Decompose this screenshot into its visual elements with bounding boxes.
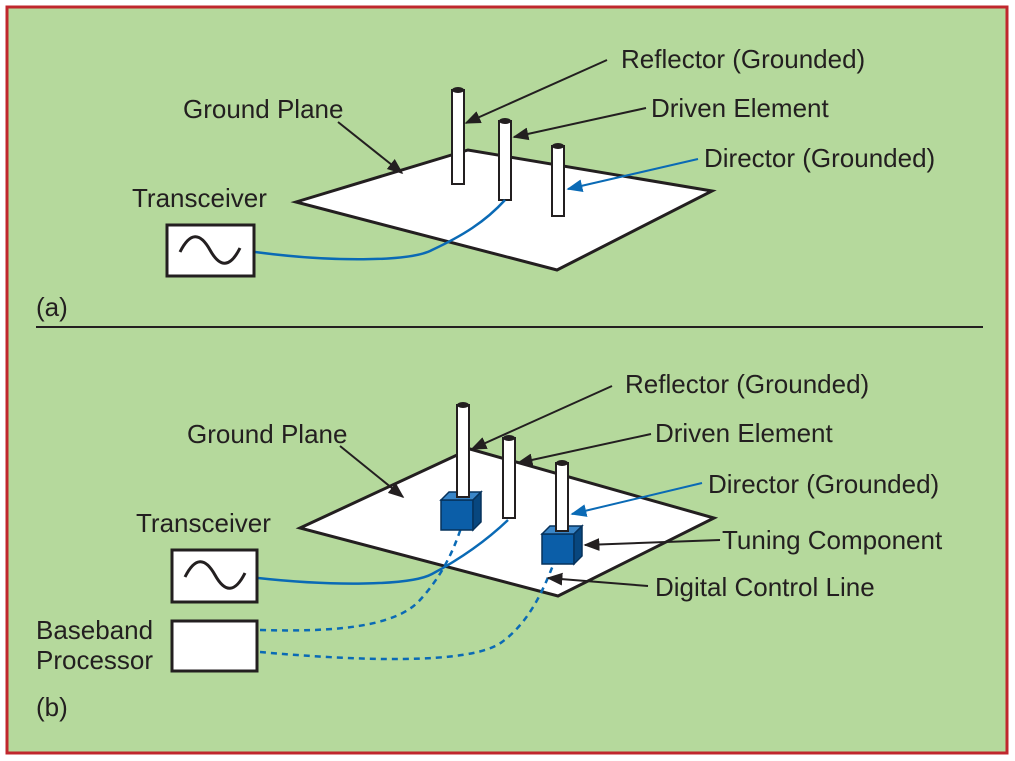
panel-b: Reflector (Grounded) Driven Element Dire… xyxy=(36,369,943,722)
driven-element-post xyxy=(502,435,516,519)
sine-wave-icon xyxy=(178,235,242,265)
tuning-component-label: Tuning Component xyxy=(722,525,943,555)
tuning-block-reflector xyxy=(439,490,483,532)
driven-element-post xyxy=(498,118,512,201)
ground-plane-label: Ground Plane xyxy=(183,94,343,124)
ground-plane-label: Ground Plane xyxy=(187,419,347,449)
control-line-2 xyxy=(259,559,557,661)
baseband-label-line2: Processor xyxy=(36,645,153,675)
reflector-arrow xyxy=(464,59,608,124)
feed-line xyxy=(257,519,509,585)
director-post xyxy=(555,460,569,532)
control-line-1 xyxy=(259,527,463,632)
director-arrow xyxy=(570,482,703,517)
digital-control-line-label: Digital Control Line xyxy=(655,572,875,602)
director-post xyxy=(551,143,565,217)
feed-line xyxy=(254,199,506,261)
control-line-arrow xyxy=(546,572,649,587)
reflector-post xyxy=(456,402,470,498)
driven-arrow xyxy=(516,433,652,467)
driven-element-label: Driven Element xyxy=(651,93,830,123)
sine-wave-icon xyxy=(183,560,247,590)
reflector-label: Reflector (Grounded) xyxy=(625,369,869,399)
director-label: Director (Grounded) xyxy=(704,143,935,173)
director-label: Director (Grounded) xyxy=(708,469,939,499)
ground-plane-arrow xyxy=(337,121,404,174)
baseband-processor-box xyxy=(170,619,259,673)
transceiver-label: Transceiver xyxy=(132,183,267,213)
director-arrow xyxy=(566,158,699,192)
panel-a: Reflector (Grounded) Driven Element Dire… xyxy=(36,44,935,322)
transceiver-label: Transceiver xyxy=(136,508,271,538)
baseband-label-line1: Baseband xyxy=(36,615,153,645)
panel-a-tag: (a) xyxy=(36,292,68,322)
panel-b-tag: (b) xyxy=(36,692,68,722)
reflector-post xyxy=(451,87,465,185)
reflector-label: Reflector (Grounded) xyxy=(621,44,865,74)
reflector-arrow xyxy=(470,385,613,450)
tuning-block-director xyxy=(540,524,584,566)
ground-plane-arrow xyxy=(339,445,405,499)
driven-arrow xyxy=(512,107,647,141)
tuning-arrow xyxy=(583,538,721,551)
driven-element-label: Driven Element xyxy=(655,418,834,448)
